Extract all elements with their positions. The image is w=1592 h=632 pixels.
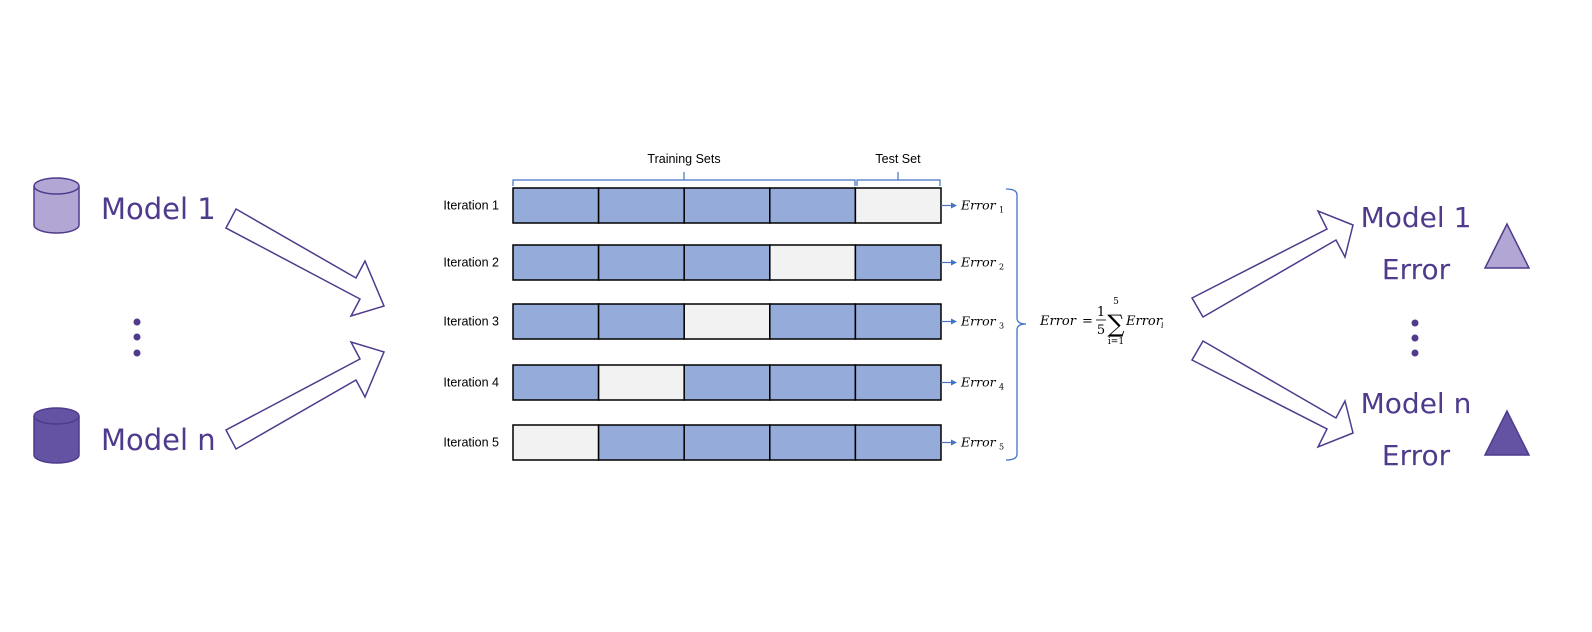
iteration-error-subscript: 2: [999, 263, 1004, 272]
formula-sum-upper: 5: [1113, 297, 1119, 307]
iteration-error-subscript: 3: [999, 322, 1004, 331]
error-arrow-head: [951, 439, 957, 446]
iteration-label: Iteration 3: [443, 315, 499, 329]
iteration-error-subscript: 1: [999, 206, 1004, 215]
test-fold: [597, 364, 685, 401]
training-fold: [683, 187, 771, 224]
arrow-to-model-1-error: [1190, 209, 1354, 319]
iteration-label: Iteration 4: [443, 376, 499, 390]
training-fold: [769, 187, 857, 224]
model-1-database-icon: [33, 177, 80, 234]
error-arrow-head: [951, 259, 957, 266]
arrow-to-model-n-error: [1190, 339, 1354, 449]
iteration-label: Iteration 5: [443, 436, 499, 450]
input-model-n-label: Model n: [101, 423, 216, 457]
test-fold: [512, 424, 600, 461]
arrow-model-1-to-cv: [224, 207, 386, 318]
training-fold: [512, 303, 600, 340]
output-model-1-error-label: Error: [1382, 253, 1451, 286]
model-n-database-icon: [33, 407, 80, 464]
iteration-error-label: Error: [960, 255, 997, 270]
training-sets-label: Training Sets: [647, 152, 720, 166]
training-fold: [769, 364, 857, 401]
input-model-1-label: Model 1: [101, 192, 216, 226]
iteration-error-subscript: 4: [999, 383, 1004, 392]
formula-lhs: Error: [1039, 314, 1077, 329]
output-model-1-label: Model 1: [1361, 201, 1472, 234]
training-fold: [512, 187, 600, 224]
error-arrow-head: [951, 202, 957, 209]
formula-term: Error: [1125, 314, 1163, 329]
error-arrow-head: [951, 379, 957, 386]
training-fold: [854, 244, 942, 281]
arrow-model-n-to-cv: [224, 340, 386, 451]
error-arrow-head: [951, 318, 957, 325]
output-model-n-error-label: Error: [1382, 439, 1451, 472]
iteration-label: Iteration 1: [443, 199, 499, 213]
formula-denominator: 5: [1097, 323, 1105, 338]
training-fold: [683, 424, 771, 461]
training-fold: [683, 244, 771, 281]
test-fold: [769, 244, 857, 281]
training-fold: [597, 187, 685, 224]
iteration-error-subscript: 5: [999, 443, 1004, 452]
training-sets-bracket: [512, 172, 856, 186]
training-fold: [769, 303, 857, 340]
training-fold: [854, 303, 942, 340]
model-n-error-triangle-icon: [1483, 409, 1531, 456]
test-fold: [683, 303, 771, 340]
training-fold: [597, 244, 685, 281]
training-fold: [854, 424, 942, 461]
training-fold: [683, 364, 771, 401]
test-fold: [854, 187, 942, 224]
formula-sum-symbol: ∑: [1107, 310, 1124, 338]
formula-sum-lower: i=1: [1108, 337, 1124, 347]
vertical-ellipsis-icon: [133, 318, 141, 357]
iteration-error-label: Error: [960, 198, 997, 213]
training-fold: [769, 424, 857, 461]
model-1-error-triangle-icon: [1483, 222, 1531, 269]
formula-term-sub: i: [1161, 321, 1164, 330]
iteration-label: Iteration 2: [443, 256, 499, 270]
training-fold: [512, 364, 600, 401]
training-fold: [597, 303, 685, 340]
formula-numerator: 1: [1097, 305, 1105, 320]
errors-brace: [1005, 188, 1027, 461]
training-fold: [512, 244, 600, 281]
iteration-error-label: Error: [960, 435, 997, 450]
iteration-error-label: Error: [960, 314, 997, 329]
test-set-label: Test Set: [875, 152, 921, 166]
training-fold: [597, 424, 685, 461]
test-set-bracket: [856, 172, 941, 186]
output-model-n-label: Model n: [1361, 387, 1472, 420]
mean-error-formula: Error = 1 5 5 ∑ i=1 Error i: [1039, 297, 1164, 347]
iteration-error-label: Error: [960, 375, 997, 390]
training-fold: [854, 364, 942, 401]
output-vertical-ellipsis-icon: [1411, 319, 1419, 357]
formula-equals: =: [1082, 314, 1093, 329]
